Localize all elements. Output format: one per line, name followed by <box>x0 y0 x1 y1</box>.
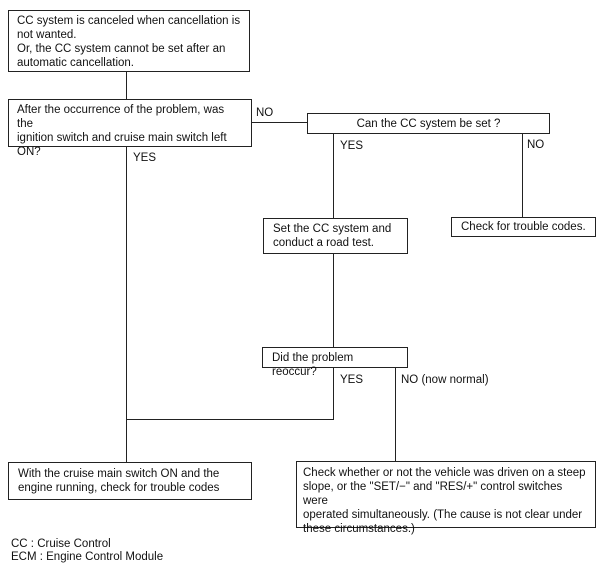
check-steep-slope-box: Check whether or not the vehicle was dri… <box>296 461 596 535</box>
box-text: Set the CC system and <box>273 223 392 235</box>
box-text: With the cruise main switch ON and the <box>18 468 220 480</box>
connector <box>395 367 396 462</box>
box-text: Did the problem reoccur? <box>272 352 354 378</box>
box-text: Check for trouble codes. <box>461 221 586 233</box>
box-text: After the occurrence of the problem, was… <box>17 104 225 130</box>
box-text: Can the CC system be set ? <box>356 118 501 130</box>
branch-label-yes: YES <box>133 152 157 164</box>
box-text: Or, the CC system cannot be set after an <box>17 43 226 55</box>
branch-label-no: NO <box>256 107 274 119</box>
connector <box>251 122 307 123</box>
check-codes-box: Check for trouble codes. <box>451 217 596 237</box>
branch-label-no: NO <box>527 139 545 151</box>
question-can-set-box: Can the CC system be set ? <box>307 113 550 134</box>
connector <box>126 146 127 462</box>
question-reoccur-box: Did the problem reoccur? <box>262 347 408 378</box>
box-text: CC system is canceled when cancellation … <box>17 15 241 27</box>
branch-label-yes: YES <box>340 140 364 152</box>
box-text: these circumstances.) <box>303 523 415 535</box>
connector <box>333 253 334 347</box>
branch-label-yes: YES <box>340 374 364 386</box>
box-text: not wanted. <box>17 29 77 41</box>
box-text: ON? <box>17 146 41 158</box>
box-text: slope, or the "SET/−" and "RES/+" contro… <box>303 481 563 507</box>
road-test-box: Set the CC system and conduct a road tes… <box>263 218 408 254</box>
connector <box>333 133 334 218</box>
legend-cc: CC : Cruise Control <box>11 538 111 550</box>
box-text: conduct a road test. <box>273 237 375 249</box>
legend-ecm: ECM : Engine Control Module <box>11 551 164 563</box>
connector <box>126 71 127 99</box>
box-text: Check whether or not the vehicle was dri… <box>303 467 586 479</box>
branch-label-no-now-normal: NO (now normal) <box>401 374 489 386</box>
box-text: operated simultaneously. (The cause is n… <box>303 509 583 521</box>
box-text: ignition switch and cruise main switch l… <box>17 132 227 144</box>
start-box: CC system is canceled when cancellation … <box>8 10 250 72</box>
connector <box>333 367 334 419</box>
question-switch-on-box: After the occurrence of the problem, was… <box>8 99 252 158</box>
connector <box>522 133 523 217</box>
box-text: engine running, check for trouble codes <box>18 482 220 494</box>
check-codes-running-box: With the cruise main switch ON and the e… <box>8 462 252 500</box>
connector <box>126 419 334 420</box>
box-text: automatic cancellation. <box>17 57 134 69</box>
